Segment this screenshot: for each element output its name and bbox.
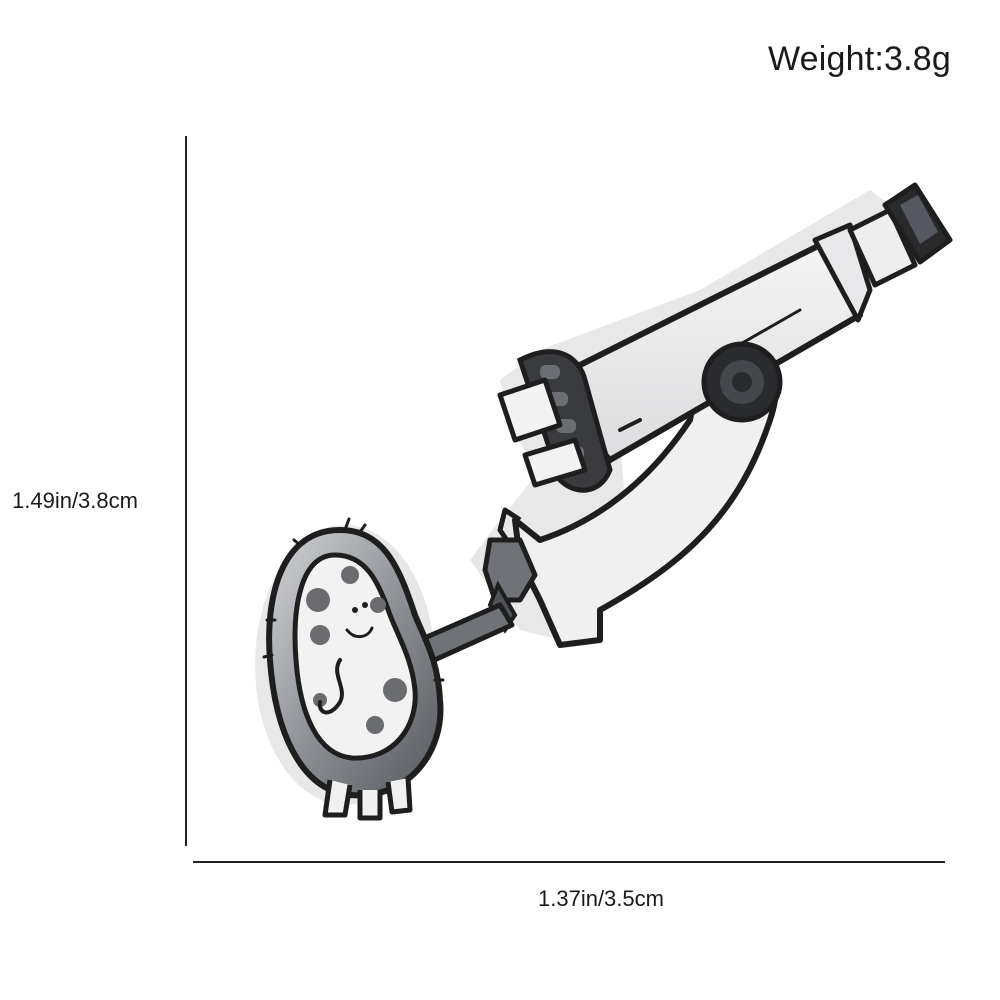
width-dimension-line: [193, 861, 945, 863]
height-dimension-line: [185, 136, 187, 846]
microbe-character: [262, 517, 445, 799]
microscope-eyepiece: [847, 182, 953, 288]
microbe-legs: [322, 777, 413, 821]
microscope-focus-knob: [701, 341, 783, 423]
width-dimension-label: 1.37in/3.5cm: [538, 886, 664, 911]
microscope-objectives: [497, 377, 588, 488]
height-dimension-label: 1.49in/3.8cm: [12, 488, 138, 513]
weight-label: Weight:3.8g: [768, 40, 952, 78]
